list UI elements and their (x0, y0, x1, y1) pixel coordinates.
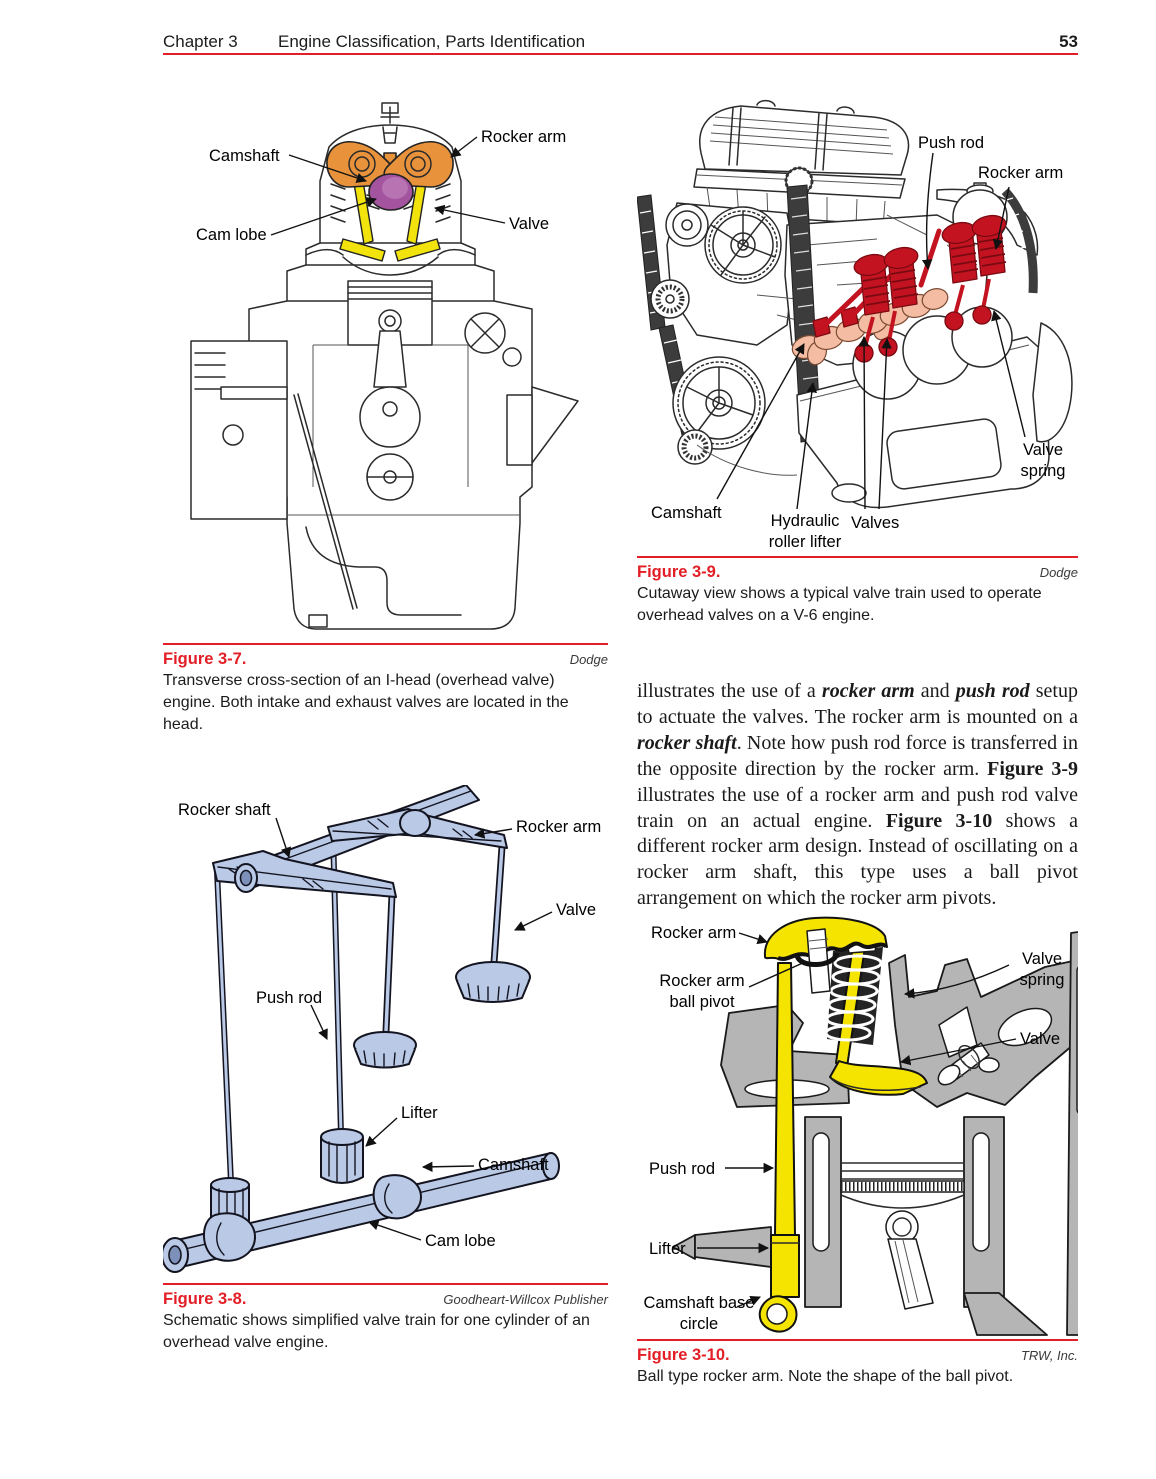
fig10-label-valve: Valve (1020, 1030, 1061, 1048)
figure-3-9: Push rod Rocker arm Valve spring Camshaf… (637, 95, 1078, 555)
figure-3-10-caption: Figure 3-10. TRW, Inc. Ball type rocker … (637, 1339, 1078, 1388)
valve-train-schematic (163, 785, 560, 1273)
page-header: Chapter 3 Engine Classification, Parts I… (163, 32, 1078, 52)
fig8-label-lifter: Lifter (401, 1104, 438, 1122)
fig10-caption-text: Ball type rocker arm. Note the shape of … (637, 1368, 1014, 1385)
chapter-title: Engine Classification, Parts Identificat… (278, 32, 586, 51)
figure-3-7-drawing (190, 102, 579, 630)
rocker-arm-highlight (326, 141, 454, 188)
push-rod-highlight (758, 962, 800, 1333)
camshaft-highlight (368, 173, 414, 211)
figure-3-9-drawing (637, 99, 1073, 510)
fig8-label-cam-lobe: Cam lobe (425, 1232, 496, 1250)
body-paragraph: illustrates the use of a rocker arm and … (637, 680, 1078, 910)
fig9-label-rocker-arm: Rocker arm (978, 164, 1064, 182)
page-number: 53 (1059, 32, 1078, 51)
fig8-label-camshaft: Camshaft (478, 1156, 549, 1174)
chapter-label: Chapter 3 (163, 32, 238, 51)
fig8-caption-text: Schematic shows simplified valve train f… (163, 1312, 590, 1351)
fig10-label-valve-spring: Valve spring (1019, 950, 1065, 989)
fig8-label-valve: Valve (556, 901, 597, 919)
figure-3-7: Camshaft Rocker arm Cam lobe Valve (163, 95, 608, 643)
fig7-label-camshaft: Camshaft (209, 147, 280, 165)
fig7-label-valve: Valve (509, 215, 550, 233)
fig8-credit: Goodheart-Willcox Publisher (443, 1292, 608, 1307)
fig9-label-push-rod: Push rod (918, 134, 985, 152)
fig8-caption-id: Figure 3-8. (163, 1290, 247, 1308)
fig7-label-cam-lobe: Cam lobe (196, 226, 267, 244)
fig7-caption-id: Figure 3-7. (163, 650, 247, 668)
rocker-arm-highlight (763, 916, 888, 994)
figure-3-8-caption: Figure 3-8. Goodheart-Willcox Publisher … (163, 1283, 608, 1354)
fig7-caption-text: Transverse cross-section of an I-head (o… (163, 672, 569, 733)
figure-3-8: Rocker shaft Rocker arm Valve Push rod L… (163, 785, 608, 1283)
fig9-label-valves: Valves (851, 514, 900, 532)
fig10-label-rocker-arm: Rocker arm (651, 924, 737, 942)
fig7-credit: Dodge (569, 652, 608, 667)
fig9-label-camshaft: Camshaft (651, 504, 722, 522)
header-rule (163, 53, 1078, 55)
fig10-credit: TRW, Inc. (1020, 1348, 1078, 1363)
figure-3-7-caption: Figure 3-7. Dodge Transverse cross-secti… (163, 643, 608, 736)
figure-3-8-drawing (163, 785, 560, 1273)
fig9-label-hydraulic-roller-lifter: Hydraulic roller lifter (768, 512, 842, 551)
fig8-label-push-rod: Push rod (256, 989, 323, 1007)
fig9-credit: Dodge (1039, 565, 1078, 580)
fig10-label-camshaft-base-circle: Camshaft base circle (643, 1294, 755, 1333)
fig10-label-push-rod: Push rod (649, 1160, 716, 1178)
fig9-label-valve-spring: Valve spring (1020, 441, 1066, 480)
fig7-label-rocker-arm: Rocker arm (481, 128, 567, 146)
figure-3-9-caption: Figure 3-9. Dodge Cutaway view shows a t… (637, 556, 1078, 627)
fig10-label-lifter: Lifter (649, 1240, 686, 1258)
fig9-caption-text: Cutaway view shows a typical valve train… (637, 585, 1042, 624)
figure-3-10: Rocker arm Rocker arm ball pivot Valve s… (637, 905, 1078, 1338)
fig10-caption-id: Figure 3-10. (637, 1346, 730, 1364)
figure-3-10-drawing (672, 916, 1078, 1336)
fig8-label-rocker-shaft: Rocker shaft (178, 801, 271, 819)
fig10-label-rocker-arm-ball-pivot: Rocker arm ball pivot (659, 972, 745, 1011)
fig9-caption-id: Figure 3-9. (637, 563, 721, 581)
valve-highlight (824, 940, 928, 1096)
fig8-label-rocker-arm: Rocker arm (516, 818, 602, 836)
valve-train-red-highlight (812, 214, 1007, 363)
